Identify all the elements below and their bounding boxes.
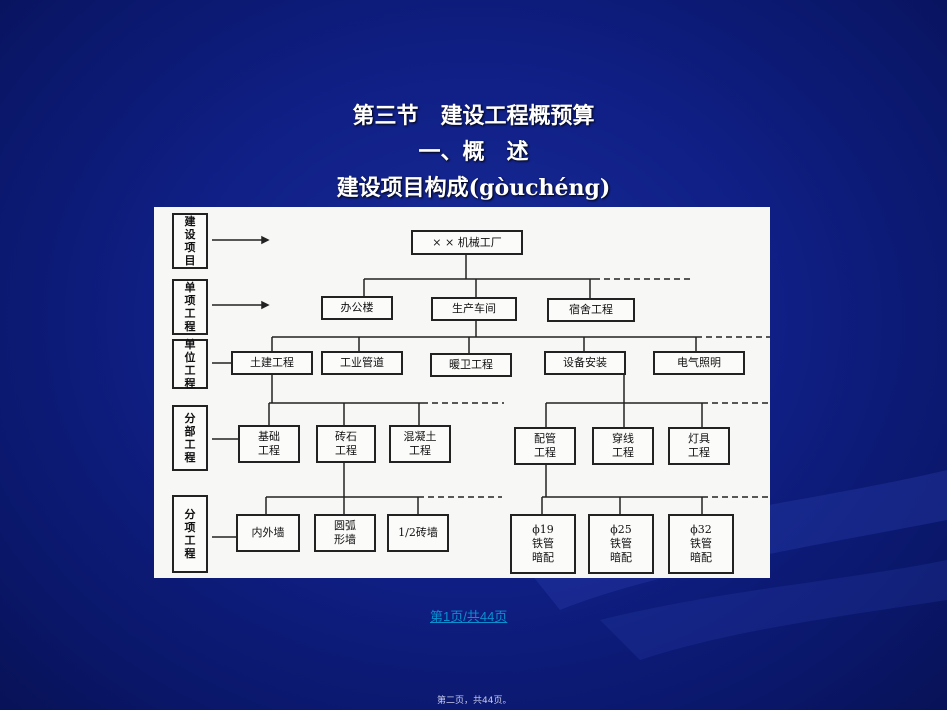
category-construction-project: 建 设 项 目 xyxy=(172,213,208,269)
division-lighting-box: 灯具 工程 xyxy=(668,427,730,465)
single-workshop-box: 生产车间 xyxy=(431,297,517,321)
division-foundation-box: 基础 工程 xyxy=(238,425,300,463)
single-dormitory-box: 宿舍工程 xyxy=(547,298,635,322)
unit-piping-box: 工业管道 xyxy=(321,351,403,375)
division-piping-box: 配管 工程 xyxy=(514,427,576,465)
category-unit-project: 单 位 工 程 xyxy=(172,338,208,390)
division-wiring-box: 穿线 工程 xyxy=(592,427,654,465)
subitem-half-brick-wall-box: 1/2砖墙 xyxy=(387,514,449,552)
slide-subtitle: 一、概 述 xyxy=(418,139,529,165)
category-division-project: 分 部 工 程 xyxy=(172,405,208,471)
unit-hvac-box: 暖卫工程 xyxy=(430,353,512,377)
project-structure-diagram: 建 设 项 目 单 项 工 程 单 位 工 程 分 部 工 程 分 项 工 程 … xyxy=(154,207,770,578)
division-masonry-box: 砖石 工程 xyxy=(316,425,376,463)
category-single-project: 单 项 工 程 xyxy=(172,279,208,335)
page-footer: 第二页，共44页。 xyxy=(437,696,512,706)
subitem-pipe32-box: ϕ32 铁管 暗配 xyxy=(668,514,734,574)
subitem-arc-wall-box: 圆弧 形墙 xyxy=(314,514,376,552)
subitem-pipe25-box: ϕ25 铁管 暗配 xyxy=(588,514,654,574)
slide-title: 第三节 建设工程概预算 xyxy=(352,103,595,129)
subitem-wall-box: 内外墙 xyxy=(236,514,300,552)
root-factory-box: × × 机械工厂 xyxy=(411,230,523,255)
single-office-box: 办公楼 xyxy=(321,296,393,320)
subitem-pipe19-box: ϕ19 铁管 暗配 xyxy=(510,514,576,574)
category-subitem-project: 分 项 工 程 xyxy=(172,495,208,573)
division-concrete-box: 混凝土 工程 xyxy=(389,425,451,463)
unit-electric-box: 电气照明 xyxy=(653,351,745,375)
page-link[interactable]: 第1页/共44页 xyxy=(430,609,508,624)
unit-civil-box: 土建工程 xyxy=(231,351,313,375)
unit-equipment-box: 设备安装 xyxy=(544,351,626,375)
slide-heading: 建设项目构成(gòuchéng) xyxy=(336,175,611,201)
